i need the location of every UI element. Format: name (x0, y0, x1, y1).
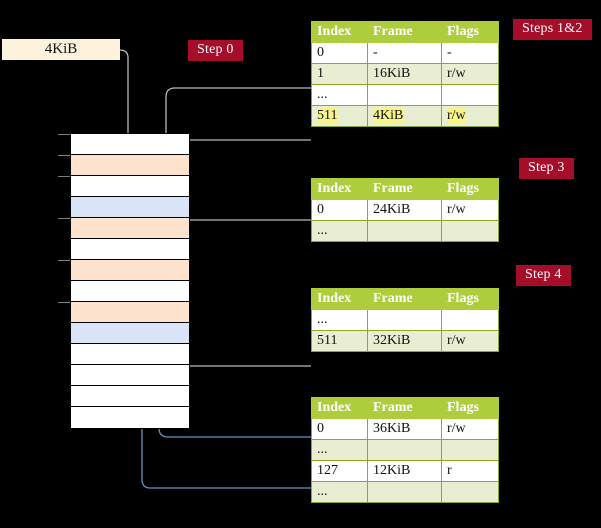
cell-frame (367, 220, 442, 242)
table-row: ... (311, 309, 499, 331)
cell-frame: 12KiB (367, 460, 442, 482)
memory-frame-row (71, 239, 189, 260)
cell-frame (367, 309, 442, 331)
memory-frame-row (71, 344, 189, 365)
memory-frame-row (71, 176, 189, 197)
memory-frame-row (71, 260, 189, 281)
column-header-index: Index (311, 288, 368, 310)
cell-index: 0 (311, 42, 368, 64)
highlight-mark: 511 (317, 108, 338, 123)
column-header-frame: Frame (367, 288, 442, 310)
memory-frame-row (71, 323, 189, 344)
memory-frame-row (71, 197, 189, 218)
cell-frame: 24KiB (367, 199, 442, 221)
cell-frame: 4KiB (367, 105, 442, 127)
cell-flags (441, 220, 499, 242)
memory-tick (58, 218, 70, 219)
column-header-flags: Flags (441, 21, 499, 43)
cell-flags: - (441, 42, 499, 64)
cell-flags (441, 84, 499, 106)
memory-frame-row (71, 155, 189, 176)
memory-tick (58, 260, 70, 261)
cell-index: 511 (311, 330, 368, 352)
cell-index: ... (311, 439, 368, 461)
cell-index: ... (311, 84, 368, 106)
memory-frame-row (71, 365, 189, 386)
highlight-mark: 4KiB (373, 108, 404, 123)
physical-memory-column (70, 133, 190, 429)
cell-index: ... (311, 481, 368, 503)
memory-frame-row (71, 407, 189, 428)
column-header-index: Index (311, 178, 368, 200)
column-header-frame: Frame (367, 21, 442, 43)
memory-tick (58, 302, 70, 303)
cell-flags: r/w (441, 199, 499, 221)
cell-flags (441, 439, 499, 461)
column-header-frame: Frame (367, 178, 442, 200)
cell-frame: 16KiB (367, 63, 442, 85)
table-row: ... (311, 84, 499, 106)
cell-frame (367, 84, 442, 106)
cell-flags: r/w (441, 105, 499, 127)
cell-flags: r/w (441, 330, 499, 352)
column-header-flags: Flags (441, 397, 499, 419)
table-row: ... (311, 220, 499, 242)
step-badge-steps-1-2: Steps 1&2 (513, 19, 592, 40)
highlight-mark: r/w (447, 108, 466, 123)
cell-frame (367, 439, 442, 461)
step-badge-step0: Step 0 (188, 40, 243, 61)
cell-flags (441, 481, 499, 503)
cell-flags: r/w (441, 63, 499, 85)
cell-index: ... (311, 309, 368, 331)
cell-index: ... (311, 220, 368, 242)
cell-index: 0 (311, 199, 368, 221)
memory-frame-row (71, 386, 189, 407)
column-header-flags: Flags (441, 178, 499, 200)
memory-frame-row (71, 134, 189, 155)
memory-tick (58, 134, 70, 135)
cell-frame: 36KiB (367, 418, 442, 440)
table-row: 511 4KiB r/w (311, 105, 499, 127)
memory-frame-row (71, 218, 189, 239)
cell-index: 0 (311, 418, 368, 440)
table-row: 0-- (311, 42, 499, 64)
cell-frame: - (367, 42, 442, 64)
column-header-frame: Frame (367, 397, 442, 419)
memory-tick (58, 176, 70, 177)
caption-4kib: 4KiB (2, 39, 120, 60)
cell-frame: 32KiB (367, 330, 442, 352)
table-row: ... (311, 481, 499, 503)
memory-frame-row (71, 281, 189, 302)
memory-frame-row (71, 302, 189, 323)
cell-flags: r (441, 460, 499, 482)
table-row: ... (311, 439, 499, 461)
cell-index: 511 (311, 105, 368, 127)
memory-tick (58, 155, 70, 156)
cell-index: 1 (311, 63, 368, 85)
cell-flags (441, 309, 499, 331)
column-header-index: Index (311, 21, 368, 43)
step-badge-step3: Step 3 (519, 158, 574, 179)
column-header-index: Index (311, 397, 368, 419)
column-header-flags: Flags (441, 288, 499, 310)
cell-flags: r/w (441, 418, 499, 440)
cell-frame (367, 481, 442, 503)
cell-index: 127 (311, 460, 368, 482)
step-badge-step4: Step 4 (516, 265, 571, 286)
